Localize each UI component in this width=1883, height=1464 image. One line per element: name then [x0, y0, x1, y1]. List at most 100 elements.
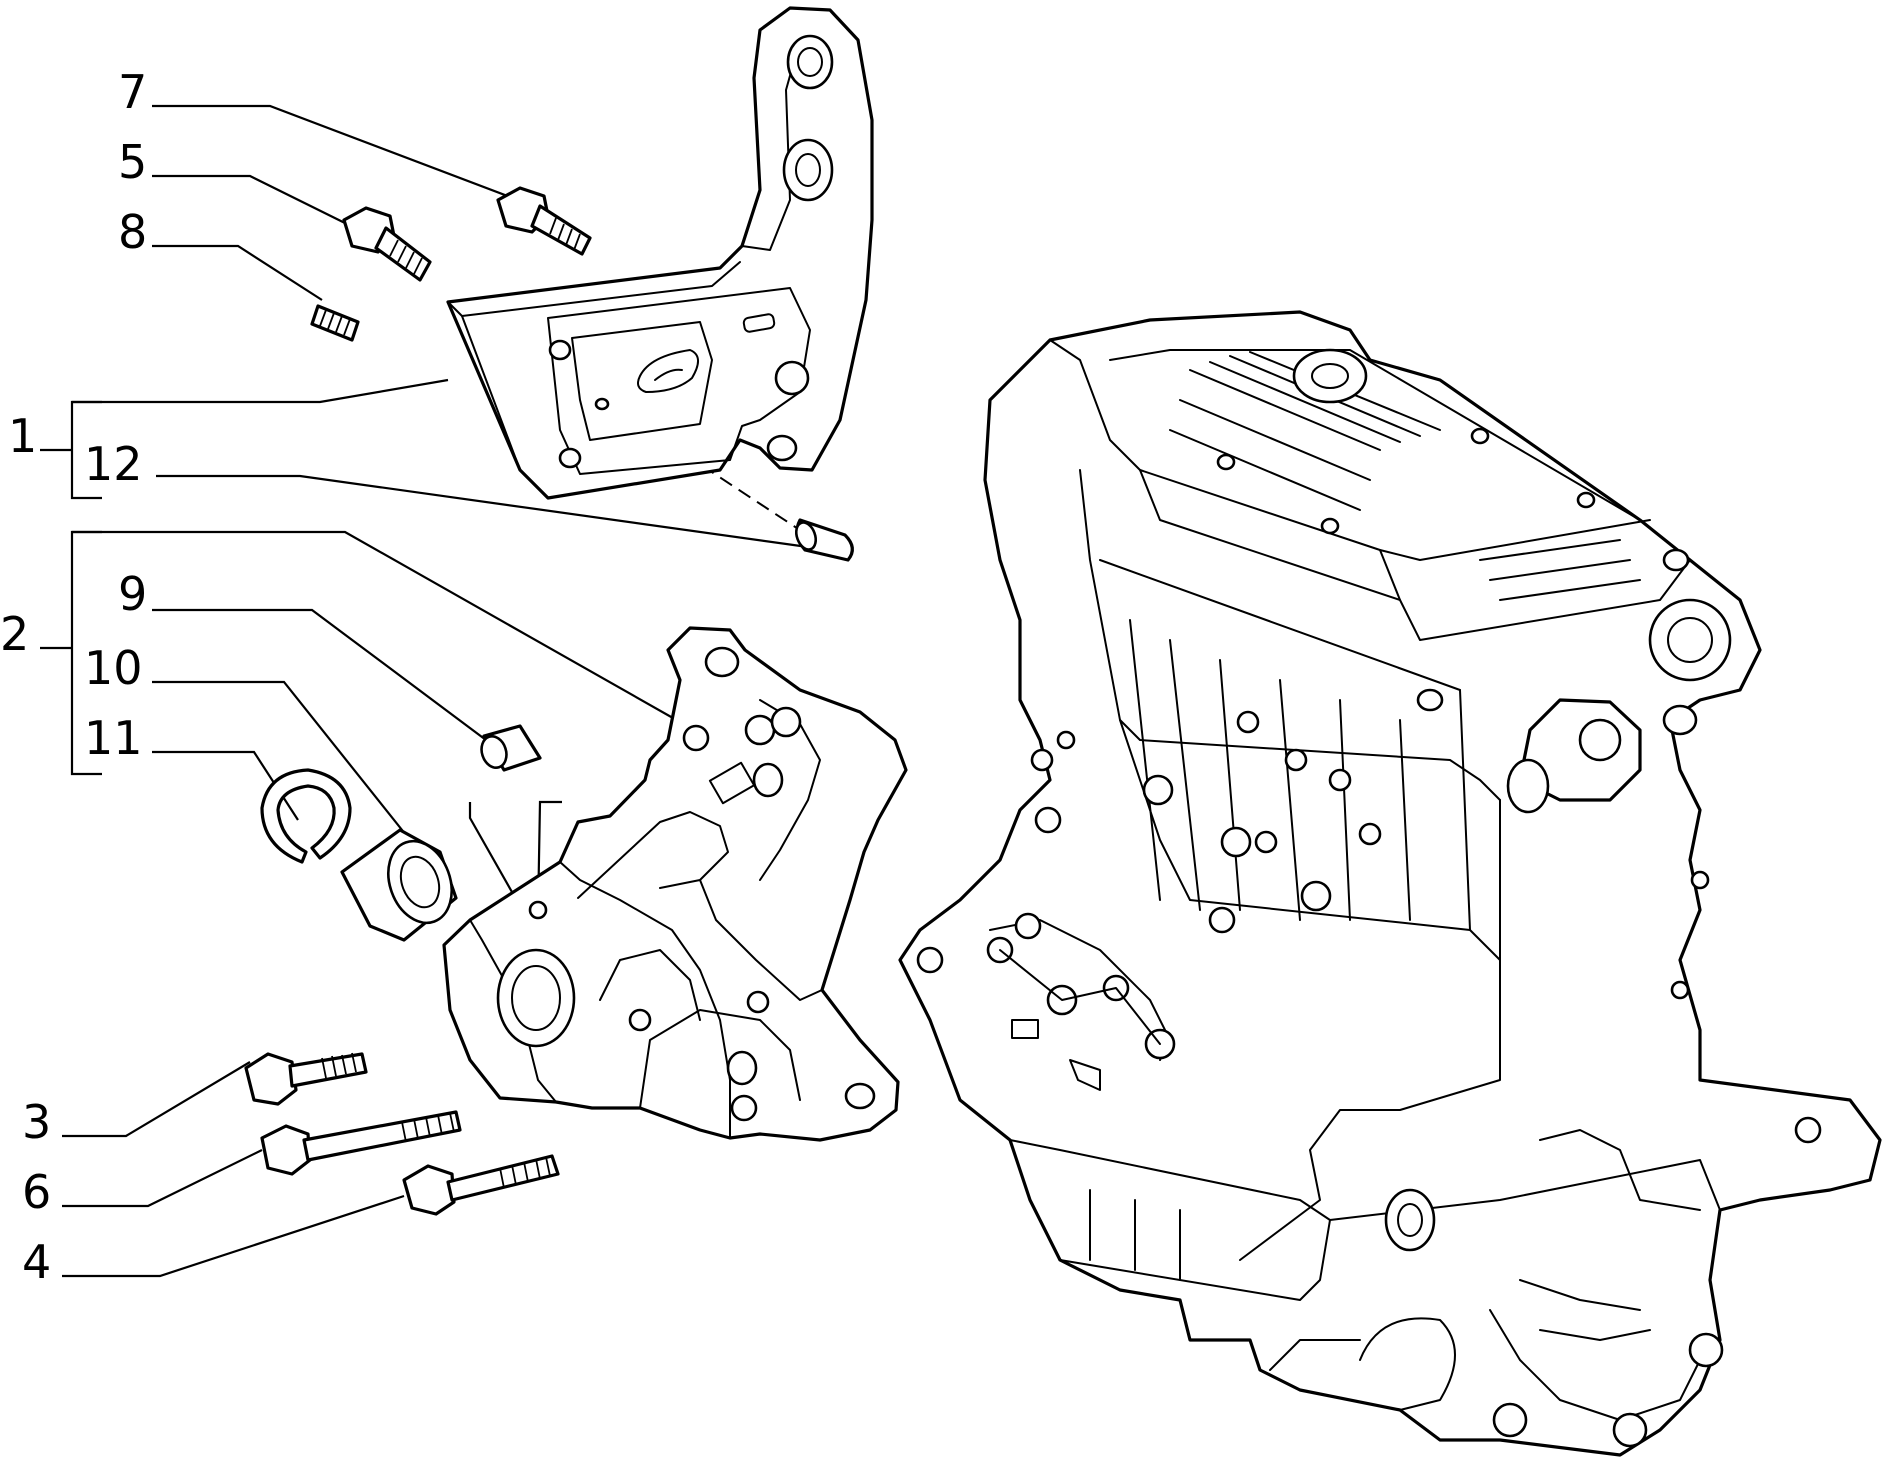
callout-9: 9: [118, 567, 147, 621]
pin-part-12: [794, 518, 854, 562]
engine-block: [898, 310, 1882, 1457]
pin-hole: [594, 397, 610, 411]
arm-hole-middle: [782, 138, 834, 202]
cover-bolt-3: [1470, 427, 1490, 445]
callout-5: 5: [118, 135, 147, 189]
boss-hole-4: [682, 724, 710, 752]
upper-bracket-part-1: [446, 6, 874, 500]
bolt-part-3: [244, 1052, 368, 1106]
block-bolt-11: [1056, 730, 1076, 750]
bolt-part-7: [496, 186, 592, 256]
bracket-gasket-inner: [571, 321, 713, 441]
bracket-group-2: [70, 530, 102, 776]
casting-web: [699, 879, 823, 1001]
bracket-slot: [637, 349, 699, 393]
leader-9: [152, 608, 495, 747]
bolt-part-6: [260, 1110, 462, 1176]
bushing-9-face: [480, 735, 508, 769]
callout-11: 11: [84, 711, 143, 765]
bolt-3-thread: [321, 1052, 357, 1079]
thermostat-outlet: [1506, 758, 1550, 814]
callout-4: 4: [22, 1235, 51, 1289]
casting-square-pad: [708, 761, 756, 805]
bolt-6-head: [260, 1124, 312, 1176]
cam-cover-ribs-a: [1189, 351, 1441, 451]
block-edge-right: [1239, 799, 1501, 1261]
bellhousing-bolt-2: [1612, 1412, 1648, 1448]
bolt-6-shank: [302, 1110, 462, 1162]
oil-pan-ribs: [1089, 1189, 1181, 1281]
bolt-7-thread: [549, 217, 581, 251]
leader-10: [152, 680, 411, 841]
bolt-3-head: [244, 1052, 298, 1106]
bolt-3-shank: [288, 1052, 368, 1088]
bracket-edge-top: [461, 261, 741, 317]
boss-hole-7: [730, 1094, 758, 1122]
lower-bracket-part-2: [442, 626, 908, 1142]
bearing-part-10: [340, 828, 458, 942]
cover-bolt-6: [1662, 548, 1690, 572]
boss-hole-6: [726, 1050, 758, 1086]
plate-hole-2: [558, 447, 582, 469]
bellhousing-bolt-4: [1794, 1116, 1822, 1144]
block-bolt-2: [1236, 710, 1260, 734]
callout-8: 8: [118, 205, 147, 259]
bushing-part-9: [480, 724, 542, 772]
leader-5: [152, 174, 356, 229]
bracket-slot-inner: [654, 368, 683, 381]
plate-hole-4: [766, 434, 798, 462]
block-bolt-9: [1208, 906, 1236, 934]
plate-notch: [742, 313, 776, 333]
boss-hole-9: [746, 990, 770, 1014]
bolt-part-4: [402, 1154, 560, 1216]
callout-12: 12: [84, 437, 143, 491]
block-front-boss: [916, 946, 944, 974]
bellhousing-bolt-1: [1492, 1402, 1528, 1438]
pan-sump-curve: [1359, 1317, 1456, 1411]
oil-drain-boss-inner: [1397, 1203, 1423, 1237]
bellhousing-upper: [1539, 1129, 1701, 1211]
engine-outline: [898, 310, 1882, 1457]
bolt-6-thread: [401, 1112, 455, 1143]
boss-hole-2: [744, 714, 776, 746]
leader-7: [152, 104, 519, 202]
bore-main: [496, 948, 576, 1048]
bolt-4-shank: [446, 1154, 560, 1202]
manifold-link-bar: [999, 949, 1161, 1045]
thermostat-cap: [1578, 718, 1622, 762]
leader-2: [72, 530, 681, 723]
callout-10: 10: [84, 641, 143, 695]
side-pulley-inner: [1667, 617, 1713, 663]
head-gasket-line: [1099, 559, 1461, 691]
bolt-part-5: [342, 206, 432, 282]
bellhousing-arc: [1489, 1309, 1701, 1421]
snap-ring-body: [260, 768, 352, 864]
head-face-left: [1079, 469, 1501, 801]
manifold-pad: [1011, 1019, 1039, 1039]
bore-main-inner: [511, 965, 561, 1031]
manifold-bolt-2: [1014, 912, 1042, 940]
boss-hole-top: [704, 646, 740, 678]
arm-hole-middle-inner: [795, 153, 821, 187]
snap-ring-part-11: [260, 768, 352, 864]
plate-hole-1: [548, 339, 572, 361]
bearing-10-bore: [399, 855, 441, 909]
block-bolt-10: [1030, 748, 1054, 772]
callout-7: 7: [118, 65, 147, 119]
boss-hole-11: [628, 1008, 652, 1032]
callout-6: 6: [22, 1165, 51, 1219]
valve-cover-corner: [1379, 549, 1401, 601]
stud-part-8: [310, 304, 360, 342]
plate-hole-3: [774, 360, 810, 396]
oil-drain-boss: [1384, 1188, 1436, 1252]
leader-8: [152, 244, 323, 301]
oil-filler-cap-inner: [1311, 363, 1349, 389]
leader-4: [62, 1194, 405, 1278]
cam-cover-ribs-c: [1479, 539, 1641, 601]
pin-end: [794, 521, 818, 551]
block-front-boss-2: [1034, 806, 1062, 834]
pan-sump-step: [1269, 1339, 1361, 1371]
casting-pocket: [599, 949, 701, 1021]
